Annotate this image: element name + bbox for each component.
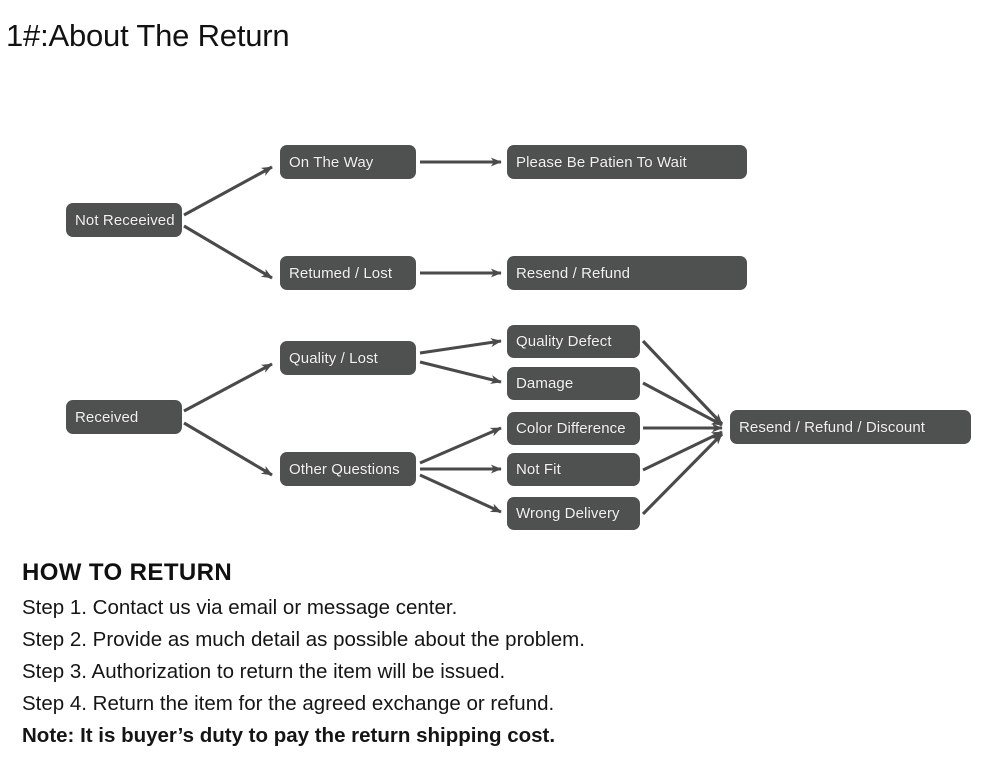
flow-node-other-questions[interactable]: Other Questions	[280, 452, 416, 486]
page-title: 1#:About The Return	[6, 18, 290, 53]
arrow-damage-final	[642, 381, 723, 427]
flow-node-resend-refund-discount[interactable]: Resend / Refund / Discount	[730, 410, 971, 444]
flow-node-returned-lost[interactable]: Retumed / Lost	[280, 256, 416, 290]
flow-node-not-fit[interactable]: Not Fit	[507, 453, 640, 486]
how-to-return-note: Note: It is buyer’s duty to pay the retu…	[22, 724, 556, 748]
arrow-notreceived-ontheway	[183, 165, 273, 217]
arrow-wrongdelivery-final	[641, 432, 724, 516]
arrow-qualitylost-damage	[419, 360, 502, 384]
how-to-return-step-3: Step 3. Authorization to return the item…	[22, 660, 506, 684]
flow-node-wrong-delivery[interactable]: Wrong Delivery	[507, 497, 640, 530]
return-flow-diagram: Not Receeived On The Way Retumed / Lost …	[0, 110, 1000, 550]
arrow-notfit-final	[642, 430, 723, 472]
flow-node-received[interactable]: Received	[66, 400, 182, 434]
flow-arrows	[183, 157, 724, 516]
arrow-received-otherquestions	[183, 421, 273, 477]
how-to-return-block: HOW TO RETURN Step 1. Contact us via ema…	[22, 560, 882, 752]
how-to-return-heading: HOW TO RETURN	[22, 559, 233, 586]
how-to-return-step-4: Step 4. Return the item for the agreed e…	[22, 692, 555, 716]
flow-arrow-layer	[183, 157, 724, 516]
arrow-qualitylost-qualitydefect	[419, 338, 502, 355]
how-to-return-step-2: Step 2. Provide as much detail as possib…	[22, 628, 585, 652]
flow-node-please-be-patien-to-wait[interactable]: Please Be Patien To Wait	[507, 145, 747, 179]
flow-node-color-difference[interactable]: Color Difference	[507, 412, 640, 445]
arrow-received-qualitylost	[183, 362, 273, 413]
arrow-qualitydefect-final	[641, 339, 724, 426]
flow-node-not-received[interactable]: Not Receeived	[66, 203, 182, 237]
flow-node-on-the-way[interactable]: On The Way	[280, 145, 416, 179]
arrow-notreceived-returnedlost	[183, 224, 273, 280]
how-to-return-step-1: Step 1. Contact us via email or message …	[22, 596, 458, 620]
flow-node-quality-lost[interactable]: Quality / Lost	[280, 341, 416, 375]
flow-node-resend-refund[interactable]: Resend / Refund	[507, 256, 747, 290]
arrow-otherquestions-colordifference	[419, 426, 502, 465]
arrow-otherquestions-wrongdelivery	[419, 473, 502, 514]
flow-node-damage[interactable]: Damage	[507, 367, 640, 400]
flow-node-quality-defect[interactable]: Quality Defect	[507, 325, 640, 358]
